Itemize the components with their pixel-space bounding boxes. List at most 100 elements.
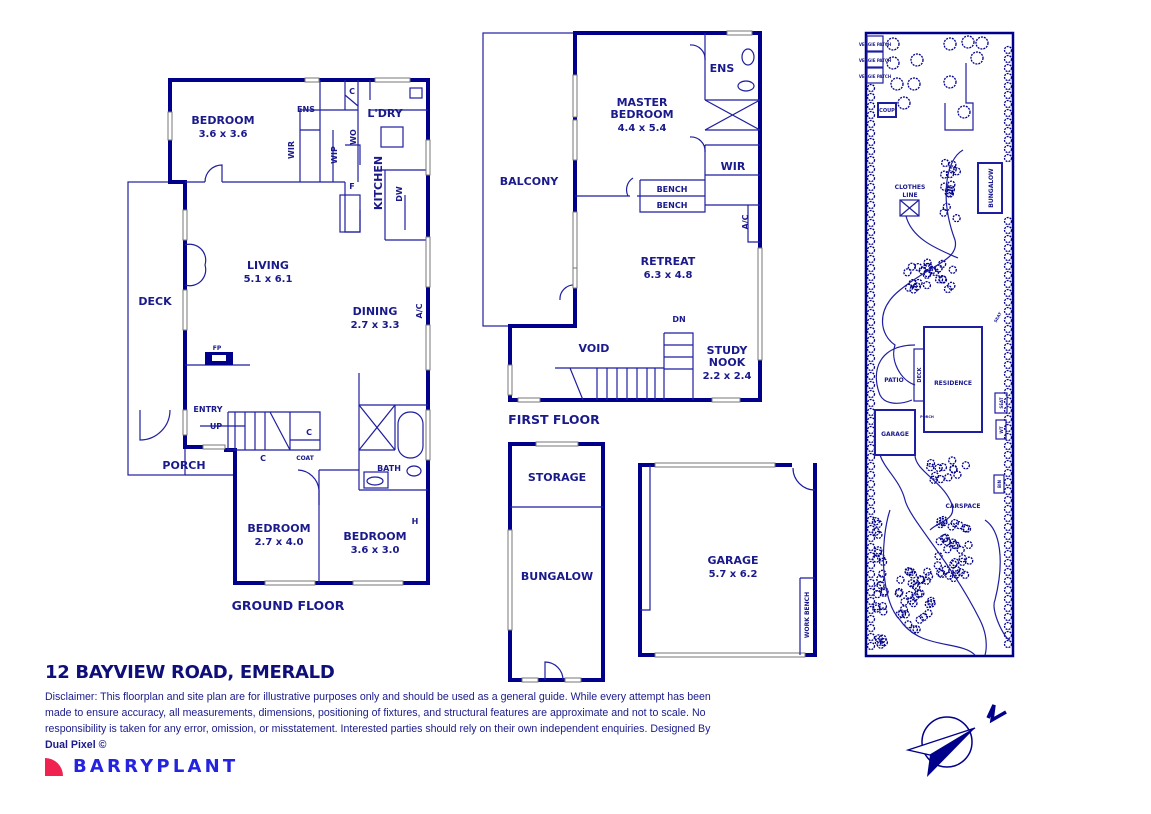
tree-icon xyxy=(886,37,900,51)
north-arrow-icon xyxy=(905,704,1007,777)
tree-icon xyxy=(866,317,876,327)
tree-icon xyxy=(1003,81,1013,91)
brand-name: BARRYPLANT xyxy=(73,756,239,777)
property-address: 12 BAYVIEW ROAD, EMERALD xyxy=(45,662,335,683)
tree-icon xyxy=(953,470,962,479)
tree-icon xyxy=(896,575,905,584)
room-label: BEDROOM xyxy=(610,108,673,121)
room-dimension: 2.7 x 4.0 xyxy=(255,537,304,548)
room-label: C xyxy=(349,87,355,96)
tree-icon xyxy=(873,590,882,599)
tree-icon xyxy=(1003,477,1013,487)
tree-icon xyxy=(866,470,876,480)
tree-icon xyxy=(961,461,971,470)
tree-icon xyxy=(866,623,876,633)
tree-icon xyxy=(949,465,958,474)
tree-icon xyxy=(909,599,918,608)
tree-icon xyxy=(866,488,876,498)
tree-icon xyxy=(939,534,949,543)
site-label: CLOTHES xyxy=(895,184,926,191)
tree-icon xyxy=(912,582,921,591)
tree-icon xyxy=(933,561,942,570)
room-label: DINING xyxy=(353,305,398,318)
tree-icon xyxy=(873,583,882,592)
room-label: DN xyxy=(672,315,685,324)
tree-icon xyxy=(903,268,912,277)
tree-icon xyxy=(934,275,944,284)
tree-icon xyxy=(960,570,970,580)
floor-label: GROUND FLOOR xyxy=(232,598,345,613)
tree-icon xyxy=(866,632,876,642)
tree-icon xyxy=(929,475,938,484)
room-label: WIR xyxy=(721,160,746,173)
room-label: BENCH xyxy=(657,201,688,210)
deck-outline xyxy=(127,181,186,476)
tree-icon xyxy=(1003,333,1013,343)
tree-icon xyxy=(936,519,945,529)
tree-icon xyxy=(866,389,876,399)
room-dimension: 6.3 x 4.8 xyxy=(644,270,693,281)
tree-icon xyxy=(866,461,876,471)
room-label: FP xyxy=(213,345,222,352)
tree-icon xyxy=(923,262,932,272)
tree-icon xyxy=(1003,288,1013,298)
room-label: KITCHEN xyxy=(372,156,385,210)
tree-icon xyxy=(948,265,957,274)
tree-icon xyxy=(961,35,975,49)
tree-icon xyxy=(874,546,883,555)
tree-icon xyxy=(975,36,989,50)
tree-icon xyxy=(866,281,876,291)
room-label: WIR xyxy=(287,141,296,159)
tree-icon xyxy=(952,565,961,574)
tree-icon xyxy=(1003,63,1013,73)
room-dimension: 2.2 x 2.4 xyxy=(703,371,752,382)
tree-icon xyxy=(1003,630,1013,640)
room-label: MASTER xyxy=(617,96,668,109)
site-label: VEGGIE PATCH xyxy=(859,58,891,63)
tree-icon xyxy=(1003,234,1013,244)
tree-icon xyxy=(866,308,876,318)
tree-icon xyxy=(866,452,876,462)
tree-icon xyxy=(886,56,900,70)
tree-icon xyxy=(1003,90,1013,100)
tree-icon xyxy=(1003,99,1013,109)
tree-icon xyxy=(866,164,876,174)
tree-icon xyxy=(948,538,958,547)
site-label: SEAT xyxy=(999,397,1004,408)
tree-icon xyxy=(904,283,914,292)
site-label: CARSPACE xyxy=(946,503,981,510)
tree-icon xyxy=(866,569,876,579)
tree-icon xyxy=(1003,504,1013,514)
tree-icon xyxy=(866,191,876,201)
tree-icon xyxy=(866,533,876,543)
tree-icon xyxy=(1003,243,1013,253)
tree-icon xyxy=(900,597,909,606)
tree-icon xyxy=(914,262,923,272)
tree-icon xyxy=(922,281,932,290)
tree-icon xyxy=(866,209,876,219)
tree-icon xyxy=(927,599,936,608)
tree-icon xyxy=(866,290,876,300)
room-label: ENS xyxy=(710,62,735,75)
tree-icon xyxy=(1003,549,1013,559)
tree-icon xyxy=(938,462,948,472)
site-label: VEGGIE PATCH xyxy=(859,42,891,47)
room-label: DECK xyxy=(138,295,172,308)
tree-icon xyxy=(1003,558,1013,568)
designer-credit: Dual Pixel © xyxy=(45,739,107,751)
tree-icon xyxy=(866,497,876,507)
tree-icon xyxy=(923,567,932,576)
room-label: BALCONY xyxy=(500,175,560,188)
tree-icon xyxy=(866,353,876,363)
tree-icon xyxy=(1003,297,1013,307)
tree-icon xyxy=(1003,495,1013,505)
room-label: ENTRY xyxy=(193,405,222,414)
disclaimer-text: Disclaimer: This floorplan and site plan… xyxy=(45,691,711,735)
tree-icon xyxy=(894,589,903,598)
room-label: LIVING xyxy=(247,259,289,272)
tree-icon xyxy=(924,599,933,609)
tree-icon xyxy=(880,587,889,596)
tree-icon xyxy=(1003,486,1013,496)
site-label: BIN xyxy=(997,480,1002,488)
